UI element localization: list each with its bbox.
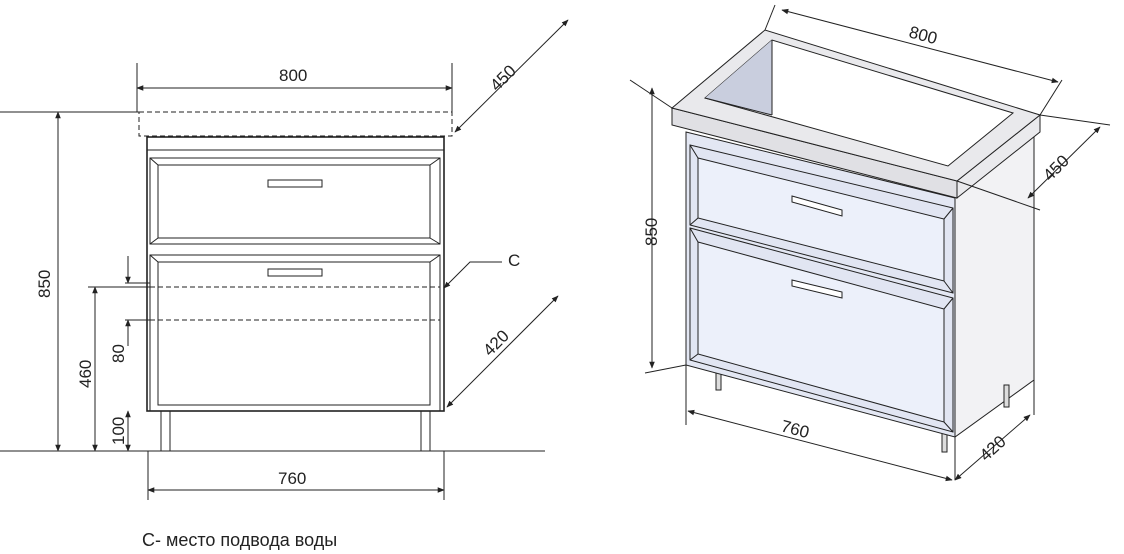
label-front-height: 850 (35, 270, 54, 298)
label-pipe-zone: 80 (109, 344, 128, 363)
drawer-top-handle (267, 179, 323, 188)
label-front-depth-top: 450 (486, 61, 519, 94)
drawer-bottom-handle (267, 268, 323, 277)
label-front-depth-body: 420 (479, 326, 512, 359)
label-pipe-height: 460 (76, 360, 95, 388)
countertop-outline (138, 111, 453, 137)
leg-right (420, 410, 431, 452)
cabinet-front (146, 136, 445, 412)
label-iso-depth-top: 450 (1039, 151, 1072, 184)
iso-leg-back-right (1003, 384, 1010, 408)
legend-caption: С- место подвода воды (142, 530, 338, 550)
label-pipe-marker: C (508, 251, 520, 270)
front-view (0, 19, 569, 500)
label-iso-height: 850 (642, 218, 661, 246)
label-front-width-top: 800 (279, 66, 307, 85)
label-front-width-bottom: 760 (278, 469, 306, 488)
leg-left (160, 410, 171, 452)
iso-drawer-top-handle (791, 195, 843, 217)
label-leg-height: 100 (109, 417, 128, 445)
drawer-bottom (149, 254, 441, 412)
front-view-labels: 800 760 850 460 80 100 450 420 C (35, 61, 520, 488)
label-iso-width-bottom: 760 (779, 417, 811, 443)
drawer-top (149, 157, 441, 245)
iso-view (629, 4, 1111, 482)
iso-drawer-bottom-handle (791, 279, 843, 299)
